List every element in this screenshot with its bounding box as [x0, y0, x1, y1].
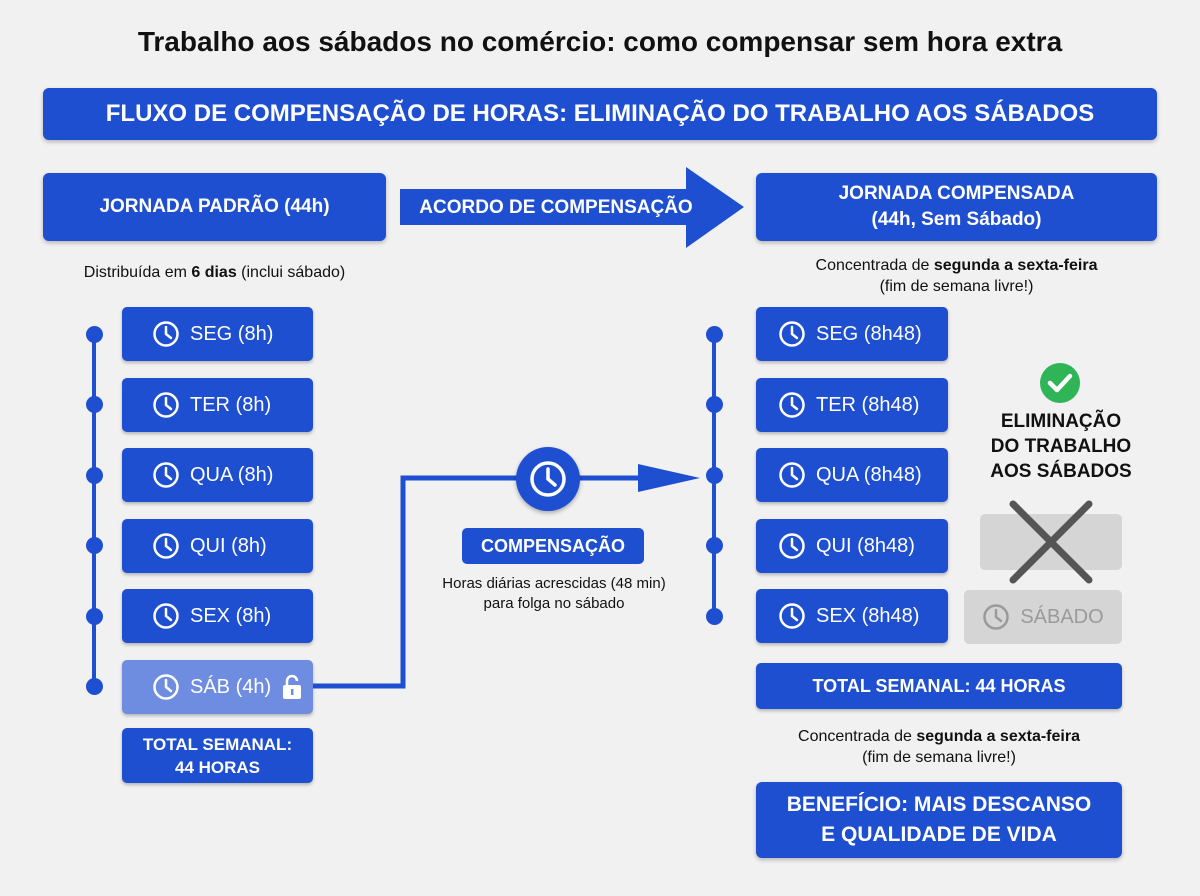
clock-icon [779, 392, 805, 418]
note-line: Concentrada de segunda a sexta-feira [756, 255, 1157, 276]
saturday-off: SÁBADO [964, 590, 1122, 644]
compensation-note: Horas diárias acrescidas (48 min) para f… [442, 575, 666, 612]
timeline-dot [706, 537, 723, 554]
day-label: QUA (8h) [190, 463, 274, 486]
standard-weekly-total: TOTAL SEMANAL: 44 HORAS [122, 728, 313, 783]
benefit-line: BENEFÍCIO: MAIS DESCANSO [786, 793, 1092, 816]
elim-line: DO TRABALHO [990, 436, 1132, 457]
day-label: TER (8h) [190, 393, 272, 416]
elim-line: ELIMINAÇÃO [1000, 411, 1122, 432]
unlock-icon [283, 674, 302, 699]
timeline-dot [86, 608, 103, 625]
timeline-dot [706, 608, 723, 625]
day-label: SEX (8h48) [816, 604, 920, 627]
day-thursday-compensated: QUI (8h48) [756, 519, 948, 573]
compensation-label: COMPENSAÇÃO [462, 528, 644, 564]
day-tuesday-standard: TER (8h) [122, 378, 313, 432]
day-saturday-standard: SÁB (4h) [122, 660, 313, 714]
flow-banner: FLUXO DE COMPENSAÇÃO DE HORAS: ELIMINAÇÃ… [43, 88, 1157, 140]
clock-icon [153, 674, 179, 700]
note-text: Distribuída em [83, 264, 192, 281]
day-label: QUI (8h) [190, 534, 267, 557]
saturday-label: SÁBADO [1020, 605, 1104, 628]
timeline-dot [706, 326, 723, 343]
note-line: (fim de semana livre!) [862, 749, 1016, 766]
day-label: SEX (8h) [190, 604, 272, 627]
note-bold: 6 dias [191, 264, 237, 281]
agreement-arrow [400, 167, 744, 248]
total-line: 44 HORAS [174, 757, 261, 777]
day-label: QUI (8h48) [816, 534, 915, 557]
compensated-schedule-header: JORNADA COMPENSADA (44h, Sem Sábado) [756, 173, 1157, 241]
timeline-dot [86, 396, 103, 413]
note-text: (inclui sábado) [236, 264, 346, 281]
cross-icon [1009, 500, 1093, 584]
clock-icon [153, 603, 179, 629]
compensation-clock [516, 447, 580, 511]
day-label: TER (8h48) [816, 393, 920, 416]
day-label: SEG (8h48) [816, 322, 922, 345]
timeline-dot [706, 396, 723, 413]
clock-icon [779, 462, 805, 488]
page-title: Trabalho aos sábados no comércio: como c… [137, 26, 1063, 57]
day-label: SÁB (4h) [190, 675, 272, 698]
standard-schedule-title: JORNADA PADRÃO (44h) [99, 196, 330, 217]
note-line: Concentrada de segunda a sexta-feira [756, 726, 1122, 747]
elim-line: AOS SÁBADOS [990, 461, 1132, 482]
clock-icon [153, 462, 179, 488]
standard-timeline-line [92, 333, 96, 687]
clock-icon [530, 461, 566, 497]
clock-icon [153, 533, 179, 559]
compensation-connector [313, 464, 700, 689]
timeline-dot [86, 467, 103, 484]
agreement-label: ACORDO DE COMPENSAÇÃO [419, 197, 693, 218]
clock-icon [983, 604, 1010, 630]
day-wednesday-compensated: QUA (8h48) [756, 448, 948, 502]
compensated-weekly-total: TOTAL SEMANAL: 44 HORAS [756, 663, 1122, 709]
day-thursday-standard: QUI (8h) [122, 519, 313, 573]
day-wednesday-standard: QUA (8h) [122, 448, 313, 502]
clock-icon [779, 533, 805, 559]
clock-icon [153, 321, 179, 347]
compensated-schedule-subtitle: (44h, Sem Sábado) [871, 209, 1042, 230]
note-text: Concentrada de [815, 257, 934, 274]
day-monday-compensated: SEG (8h48) [756, 307, 948, 361]
day-tuesday-compensated: TER (8h48) [756, 378, 948, 432]
arrow-right-icon [638, 464, 700, 492]
timeline-dot [86, 537, 103, 554]
day-label: SEG (8h) [190, 322, 274, 345]
standard-schedule-header: JORNADA PADRÃO (44h) [43, 173, 386, 241]
note-line: (fim de semana livre!) [879, 278, 1034, 295]
timeline-dot [706, 467, 723, 484]
day-friday-standard: SEX (8h) [122, 589, 313, 643]
note-bold: segunda a sexta-feira [916, 728, 1080, 745]
day-label: QUA (8h48) [816, 463, 922, 486]
compensated-distribution-note: Concentrada de segunda a sexta-feira (fi… [756, 255, 1157, 297]
standard-distribution-note: Distribuída em 6 dias (inclui sábado) [43, 262, 386, 283]
saturday-elimination-text: ELIMINAÇÃO DO TRABALHO AOS SÁBADOS [966, 409, 1156, 484]
compensated-schedule-title: JORNADA COMPENSADA [838, 183, 1075, 204]
compensated-distribution-note-2: Concentrada de segunda a sexta-feira (fi… [756, 726, 1122, 768]
note-text: Concentrada de [798, 728, 917, 745]
timeline-dot [86, 326, 103, 343]
timeline-dot [86, 678, 103, 695]
clock-icon [779, 321, 805, 347]
arrow-right-icon [400, 167, 744, 248]
clock-icon [153, 392, 179, 418]
check-circle-icon [1040, 363, 1080, 403]
note-bold: segunda a sexta-feira [933, 257, 1098, 274]
benefit-box: BENEFÍCIO: MAIS DESCANSO E QUALIDADE DE … [756, 782, 1122, 858]
total-line: TOTAL SEMANAL: [142, 734, 293, 754]
day-monday-standard: SEG (8h) [122, 307, 313, 361]
benefit-line: E QUALIDADE DE VIDA [821, 823, 1057, 846]
day-friday-compensated: SEX (8h48) [756, 589, 948, 643]
clock-icon [779, 603, 805, 629]
